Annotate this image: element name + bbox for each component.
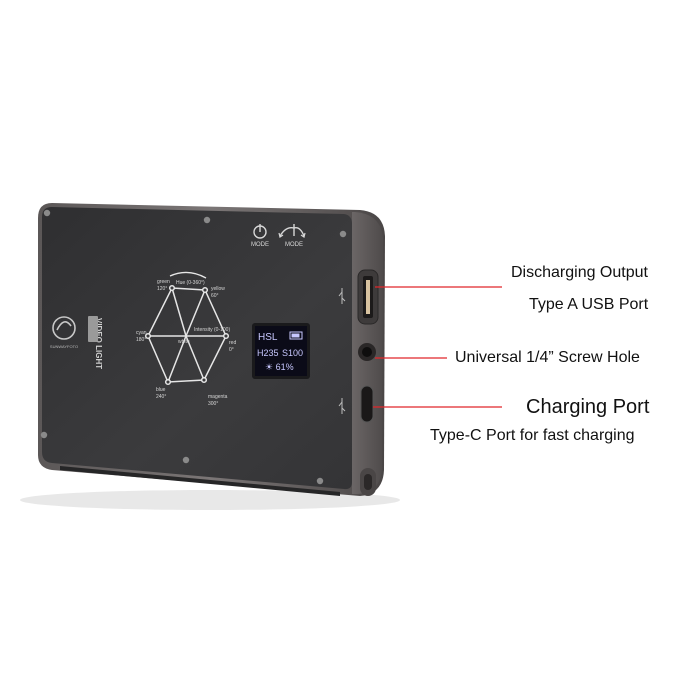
- screw-hole: [358, 343, 376, 361]
- deg-yellow: 60°: [211, 293, 219, 299]
- callout-type-a-usb: Type A USB Port: [529, 296, 649, 313]
- color-cyan: cyan: [136, 330, 147, 336]
- deg-blue: 240°: [156, 394, 166, 400]
- brand-logo: SUNWAYFOTO: [50, 316, 78, 349]
- color-green: green: [157, 279, 170, 285]
- mode-dial-button[interactable]: MODE: [278, 224, 306, 248]
- mode-label: MODE: [285, 242, 303, 248]
- deg-green: 120°: [157, 286, 167, 292]
- intensity-label: Intensity (0-100): [194, 327, 230, 333]
- device-back-panel: [42, 207, 352, 490]
- device-shadow: [20, 490, 400, 510]
- dial-arrows-icon: [279, 224, 305, 237]
- lcd-mode-text: HSL: [258, 332, 278, 343]
- usb-c-icon: [338, 398, 346, 414]
- color-red: red: [229, 340, 236, 346]
- usb-a-port: [357, 269, 379, 325]
- product-badge: [88, 316, 98, 342]
- lanyard-slot: [360, 468, 376, 496]
- screw-icon: [339, 230, 347, 238]
- deg-cyan: 180°: [136, 337, 146, 343]
- center-label: white: [178, 339, 190, 345]
- svg-text:SUNWAYFOTO: SUNWAYFOTO: [50, 344, 78, 349]
- color-blue: blue: [156, 387, 166, 393]
- screw-icon: [40, 431, 48, 439]
- hue-label: Hue (0-360°): [176, 280, 205, 286]
- battery-icon: [289, 331, 303, 340]
- screw-icon: [43, 209, 51, 217]
- hsl-color-wheel: [144, 271, 230, 386]
- screw-icon: [182, 456, 190, 464]
- lcd-sat-value: S100: [282, 348, 303, 358]
- device-bottom-ribs: [60, 466, 340, 496]
- screw-icon: [316, 477, 324, 485]
- leader-lines: [373, 286, 502, 408]
- screw-icon: [203, 216, 211, 224]
- color-magenta: magenta: [208, 394, 228, 400]
- callout-charging-port: Charging Port: [526, 396, 650, 418]
- mode-power-button[interactable]: MODE: [251, 224, 269, 248]
- lcd-brightness-value: ☀ 61%: [265, 362, 294, 372]
- callout-type-c-port: Type-C Port for fast charging: [430, 427, 635, 444]
- lcd-hue-value: H235: [257, 348, 279, 358]
- deg-magenta: 300°: [208, 401, 218, 407]
- mode-label: MODE: [251, 242, 269, 248]
- product-label: VIDEO LIGHT: [94, 318, 103, 369]
- color-yellow: yellow: [211, 286, 225, 292]
- usb-c-port: [360, 385, 374, 423]
- deg-red: 0°: [229, 347, 234, 353]
- usb-icon: [338, 288, 346, 304]
- callout-discharging-output: Discharging Output: [511, 264, 648, 281]
- callout-screw-hole: Universal 1/4” Screw Hole: [455, 349, 640, 366]
